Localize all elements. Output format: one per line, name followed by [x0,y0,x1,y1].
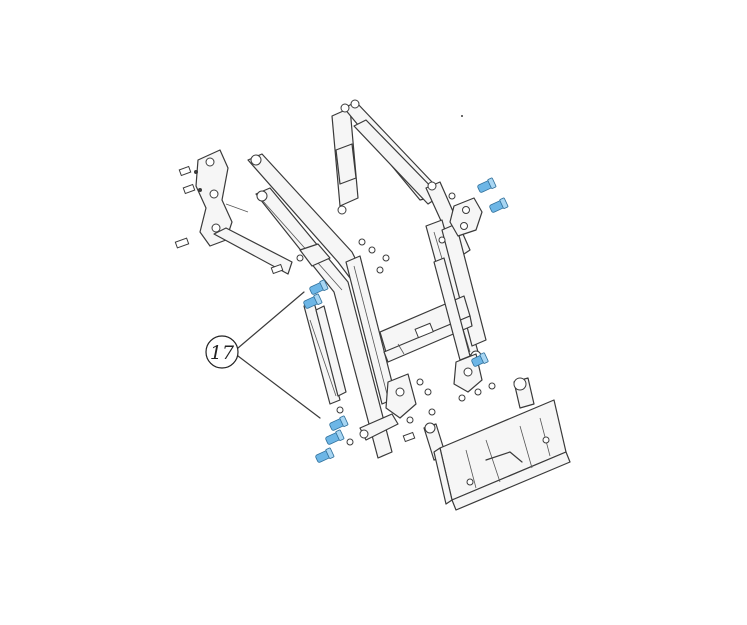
leader-line-lower [237,355,321,419]
highlighted-pins-17 [303,177,509,463]
pin-top-right-a [477,177,497,193]
pin-left-lower-a [329,415,349,431]
pin-left-upper-b [303,293,323,309]
mount-tower-frame [331,99,471,259]
callout-bubble [205,335,239,369]
pin-left-upper-a [309,279,329,295]
lower-pivot-bracket-left [385,373,417,419]
pin-left-lower-c [315,447,335,463]
pivot-arm-left [359,413,399,441]
callout-17: 17 [205,291,321,419]
pin-center-right [471,352,489,367]
right-mount-plate [449,197,483,237]
pin-left-lower-b [325,429,345,445]
left-bracket-hardware [174,165,202,249]
left-cylinder [303,301,347,405]
callout-label: 17 [210,342,235,364]
left-link-bar [213,227,293,275]
leader-line-upper [237,291,305,349]
pin-top-right-b [489,197,509,213]
bucket-quick-attach [433,399,571,511]
misc-hardware [270,115,496,465]
